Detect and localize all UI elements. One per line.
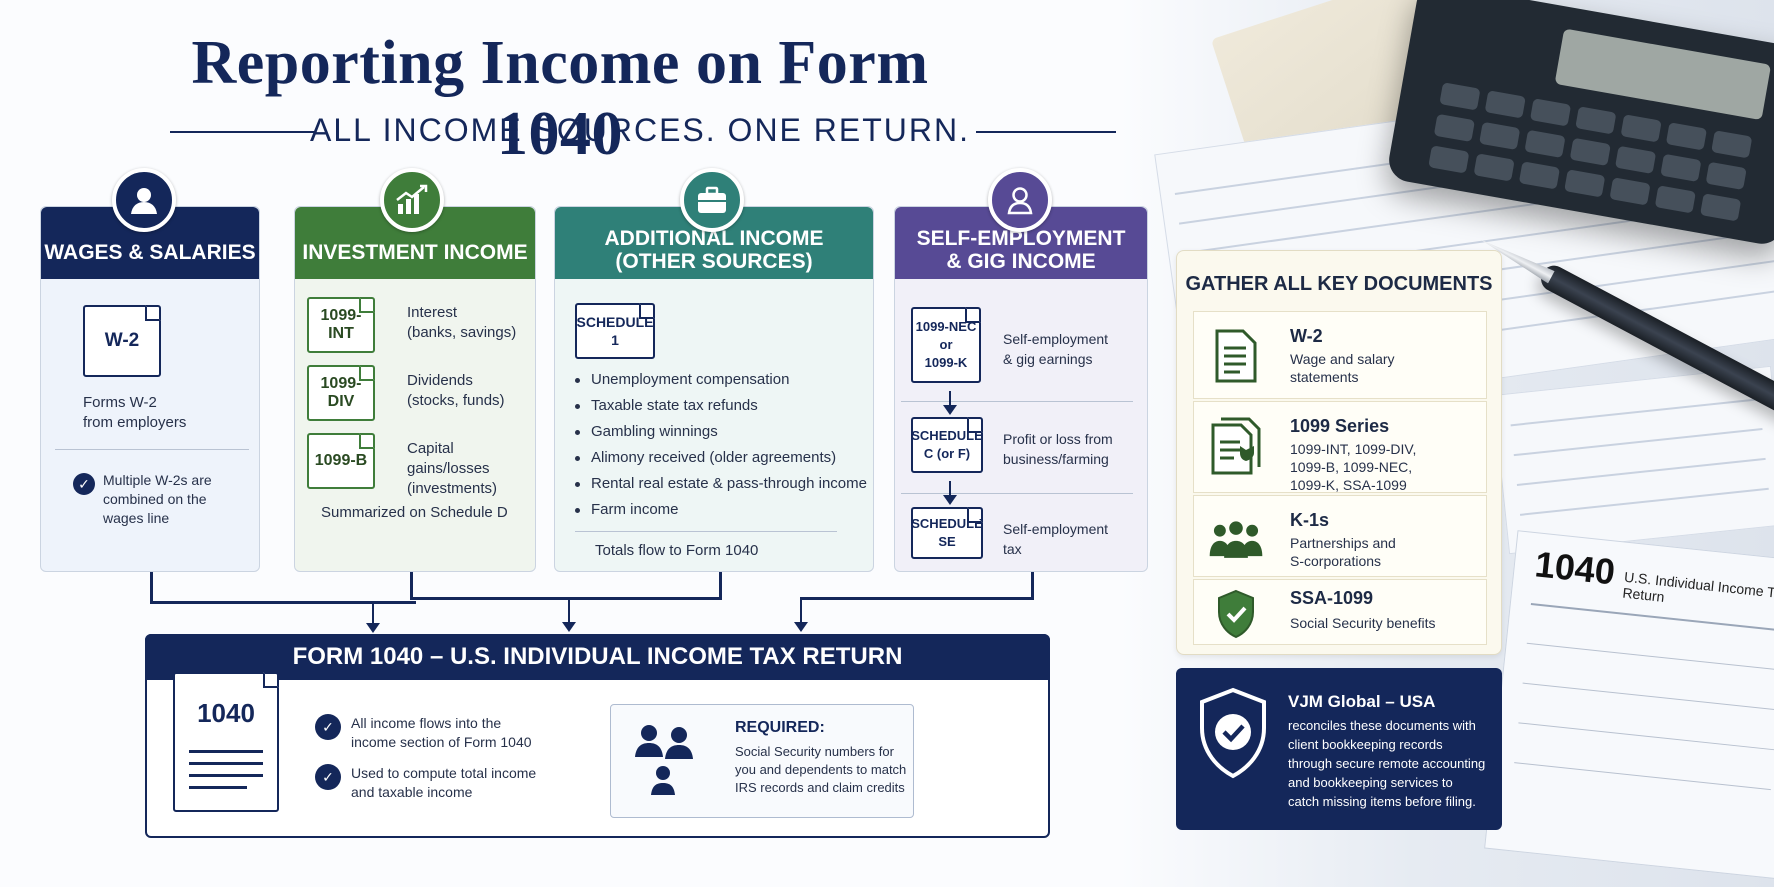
form-1040-box: FORM 1040 – U.S. INDIVIDUAL INCOME TAX R…: [145, 634, 1050, 838]
self-employment-card-subtitle: & GIG INCOME: [946, 250, 1096, 273]
list-item: Taxable state tax refunds: [575, 397, 867, 423]
investment-card-title: INVESTMENT INCOME: [302, 240, 528, 264]
divider: [55, 449, 249, 450]
form-1040-header: FORM 1040 – U.S. INDIVIDUAL INCOME TAX R…: [145, 634, 1050, 680]
list-item: Unemployment compensation: [575, 371, 867, 397]
gather-documents-title: GATHER ALL KEY DOCUMENTS: [1185, 273, 1493, 295]
shield-check-icon: [1208, 584, 1264, 644]
additional-income-card-title: ADDITIONAL INCOME: [604, 227, 824, 250]
person-icon: [112, 168, 176, 232]
check-icon: ✓: [315, 764, 341, 790]
additional-income-card: ADDITIONAL INCOME (OTHER SOURCES) SCHEDU…: [554, 206, 874, 572]
interest-label: Interest(banks, savings): [407, 304, 517, 341]
self-employment-card-title: SELF-EMPLOYMENT: [916, 227, 1126, 250]
shield-check-icon: [1200, 687, 1266, 779]
connector-line: [410, 572, 722, 600]
additional-income-card-header: ADDITIONAL INCOME (OTHER SOURCES): [555, 207, 873, 279]
people-icon: [635, 725, 693, 795]
gather-documents-panel: GATHER ALL KEY DOCUMENTS W-2 Wage and sa…: [1176, 250, 1502, 655]
page-subtitle: ALL INCOME SOURCES. ONE RETURN.: [309, 112, 970, 148]
additional-income-footer: Totals flow to Form 1040: [595, 542, 759, 559]
list-item: 1099 Series 1099-INT, 1099-DIV,1099-B, 1…: [1193, 401, 1487, 493]
connector-line: [150, 572, 416, 604]
list-item: Gambling winnings: [575, 423, 867, 449]
1099-div-document-icon: 1099-DIV: [307, 365, 375, 421]
dividends-label: Dividends(stocks, funds): [407, 372, 505, 409]
list-item: Alimony received (older agreements): [575, 449, 867, 475]
required-title: REQUIRED:: [735, 719, 825, 736]
1099-int-document-icon: 1099-INT: [307, 297, 375, 353]
check-icon: ✓: [73, 473, 95, 495]
user-outline-icon: [988, 168, 1052, 232]
growth-chart-icon: [380, 168, 444, 232]
paper-sheet: [1492, 365, 1774, 555]
vjm-global-box: VJM Global – USA reconciles these docume…: [1176, 668, 1502, 830]
connector-line: [800, 572, 1034, 600]
briefcase-icon: [680, 168, 744, 232]
self-employment-card-header: SELF-EMPLOYMENT & GIG INCOME: [895, 207, 1147, 279]
title-rule-left: [170, 131, 315, 133]
1099-b-document-icon: 1099-B: [307, 433, 375, 489]
self-employment-earnings-label: Self-employment& gig earnings: [1003, 331, 1109, 367]
list-item: Farm income: [575, 501, 867, 527]
investment-card: INVESTMENT INCOME 1099-INT Interest(bank…: [294, 206, 536, 572]
divider: [901, 493, 1133, 494]
flow-arrow: [943, 391, 957, 415]
divider: [901, 401, 1133, 402]
divider: [575, 531, 837, 532]
form-1040-image: 1040 U.S. Individual Income Tax Return: [1484, 530, 1774, 880]
additional-income-list: Unemployment compensation Taxable state …: [575, 371, 867, 527]
title-rule-right: [976, 131, 1116, 133]
flow-arrow: [943, 481, 957, 505]
list-item: Rental real estate & pass-through income: [575, 475, 867, 501]
investment-footer: Summarized on Schedule D: [321, 504, 508, 521]
page-title: Reporting Income on Form 1040: [191, 29, 929, 168]
flow-arrow: [794, 598, 808, 632]
vjm-title: VJM Global – USA: [1288, 692, 1436, 711]
flow-arrow: [366, 601, 380, 633]
document-icon: [1208, 326, 1264, 386]
additional-income-card-subtitle: (OTHER SOURCES): [615, 250, 813, 273]
check-icon: ✓: [315, 714, 341, 740]
flow-arrow: [562, 598, 576, 632]
people-group-icon: [1208, 510, 1264, 570]
list-item: SSA-1099 Social Security benefits: [1193, 579, 1487, 645]
capital-gains-label: Capital gains/losses(investments): [407, 440, 498, 497]
form-1040-document-icon: 1040: [173, 672, 279, 812]
w2-document-icon: W-2: [83, 305, 161, 377]
wages-card-title: WAGES & SALARIES: [44, 240, 256, 264]
documents-stack-icon: [1208, 416, 1264, 476]
